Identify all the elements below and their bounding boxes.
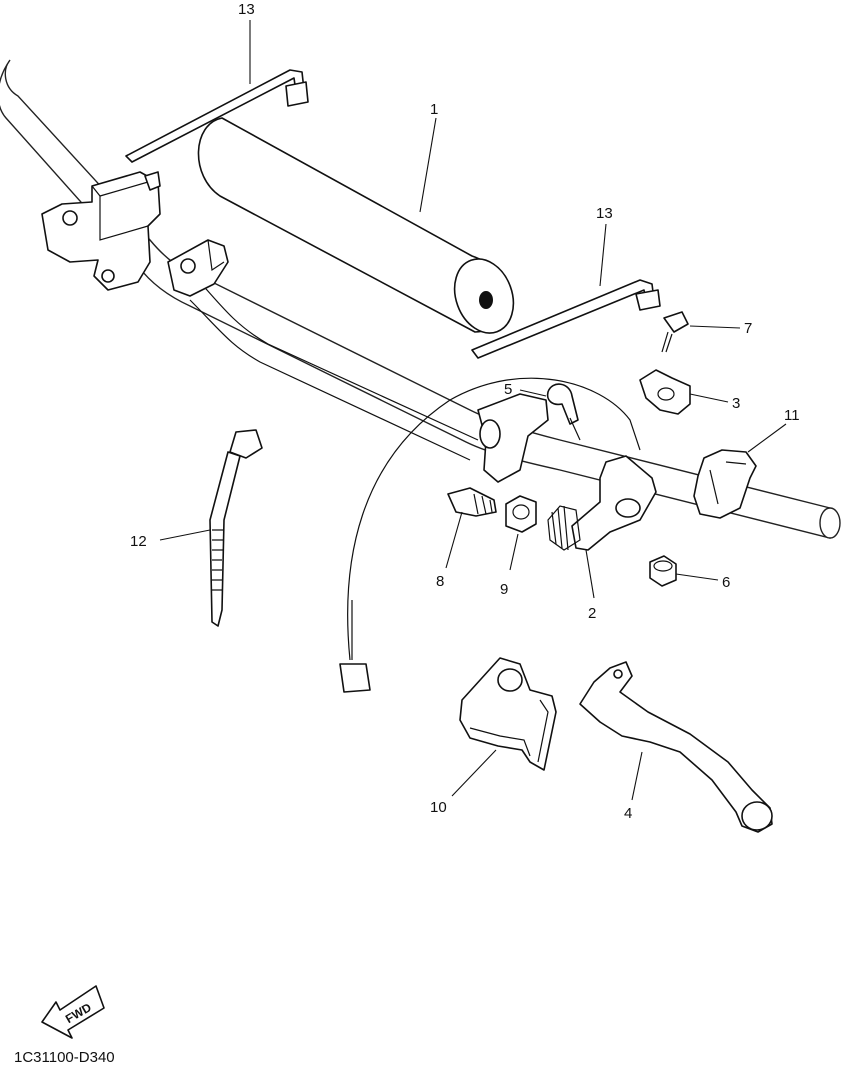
cable xyxy=(347,377,641,661)
left-switch-assembly xyxy=(41,171,161,291)
part-label-6: 6 xyxy=(722,574,730,591)
part-3-clip xyxy=(639,369,691,415)
fwd-arrow-icon: FWD xyxy=(41,985,105,1039)
part-label-4: 4 xyxy=(624,805,632,822)
part-label-9: 9 xyxy=(500,581,508,598)
part-8-bolt xyxy=(447,487,497,517)
part-9-nut xyxy=(505,495,537,533)
part-label-10: 10 xyxy=(430,799,447,816)
part-label-7: 7 xyxy=(744,320,752,337)
part-label-13a: 13 xyxy=(238,1,255,18)
part-label-1: 1 xyxy=(430,101,438,118)
part-1-pad xyxy=(197,117,515,334)
part-label-11: 11 xyxy=(784,407,800,424)
part-7-screw xyxy=(661,311,689,353)
part-11-clamp xyxy=(693,449,757,519)
part-4-lever xyxy=(579,661,773,833)
part-13-top xyxy=(125,69,309,163)
bar-clamp xyxy=(167,239,229,297)
part-label-13b: 13 xyxy=(596,205,613,222)
cable-end xyxy=(339,663,371,693)
part-13-right xyxy=(471,279,661,359)
part-label-8: 8 xyxy=(436,573,444,590)
diagram-code: 1C31100-D340 xyxy=(14,1049,115,1065)
part-label-12: 12 xyxy=(130,533,147,550)
part-5-bolt xyxy=(546,383,581,441)
lever-perch xyxy=(477,393,549,483)
part-10-cover xyxy=(459,657,557,771)
part-label-2: 2 xyxy=(588,605,596,622)
part-6-collar xyxy=(649,555,677,587)
part-label-5: 5 xyxy=(504,381,512,398)
part-2-adjuster xyxy=(547,455,657,551)
part-12-cable-tie xyxy=(209,429,263,627)
part-label-3: 3 xyxy=(732,395,740,412)
